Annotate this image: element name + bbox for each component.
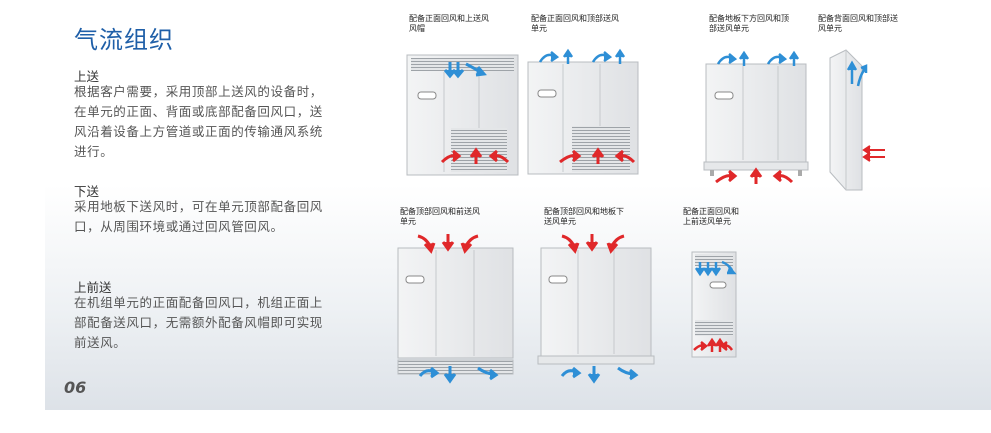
- unit-6-cabinet: [537, 247, 655, 365]
- section-body-front-supply: 在机组单元的正面配备回风口，机组正面上部配备送风口，无需额外配备风帽即可实现前送…: [74, 295, 323, 350]
- unit-3-return-arrows: [715, 167, 794, 184]
- section-heading-front-supply: 上前送: [74, 280, 112, 295]
- unit-2-return-arrows: [559, 147, 636, 164]
- unit-4-cabinet: [829, 49, 863, 191]
- unit-4-supply-arrows: [846, 60, 868, 87]
- caption-7: 配备正面回风和 上前送风单元: [683, 207, 739, 226]
- unit-4-return-arrows: [862, 145, 885, 162]
- caption-1: 配备正面回风和上送风 风帽: [409, 14, 489, 33]
- section-body-top-supply: 根据客户需要，采用顶部上送风的设备时，在单元的正面、背面或底部配备回风口，送风沿…: [74, 84, 323, 159]
- caption-4: 配备背面回风和顶部送 风单元: [818, 14, 898, 33]
- unit-1-return-arrows: [440, 147, 510, 164]
- unit-3-supply-arrows: [716, 50, 800, 66]
- unit-3-cabinet: [703, 63, 809, 176]
- unit-6-return-arrows: [561, 234, 625, 254]
- unit-6-supply-arrows: [560, 366, 639, 384]
- unit-7-supply-arrows: [694, 260, 737, 277]
- caption-2: 配备正面回风和顶部送风 单元: [531, 14, 619, 33]
- unit-1-cabinet: [406, 54, 519, 176]
- page-title: 气流组织: [74, 26, 174, 54]
- unit-5-supply-arrows: [418, 366, 499, 384]
- unit-7-return-arrows: [693, 337, 734, 352]
- section-heading-top-supply: 上送: [74, 69, 100, 84]
- unit-5-cabinet: [397, 247, 514, 375]
- caption-5: 配备顶部回风和前送风 单元: [400, 207, 480, 226]
- unit-2-cabinet: [527, 61, 639, 175]
- unit-1-supply-arrows: [443, 62, 487, 79]
- section-heading-bottom-supply: 下送: [74, 184, 100, 199]
- unit-2-supply-arrows: [538, 48, 626, 64]
- page-number: 06: [64, 378, 87, 397]
- caption-3: 配备地板下方回风和顶 部送风单元: [709, 14, 789, 33]
- unit-5-return-arrows: [417, 234, 479, 254]
- section-body-bottom-supply: 采用地板下送风时，可在单元顶部配备回风口，从周围环境或通过回风管回风。: [74, 199, 323, 234]
- caption-6: 配备顶部回风和地板下 送风单元: [544, 207, 624, 226]
